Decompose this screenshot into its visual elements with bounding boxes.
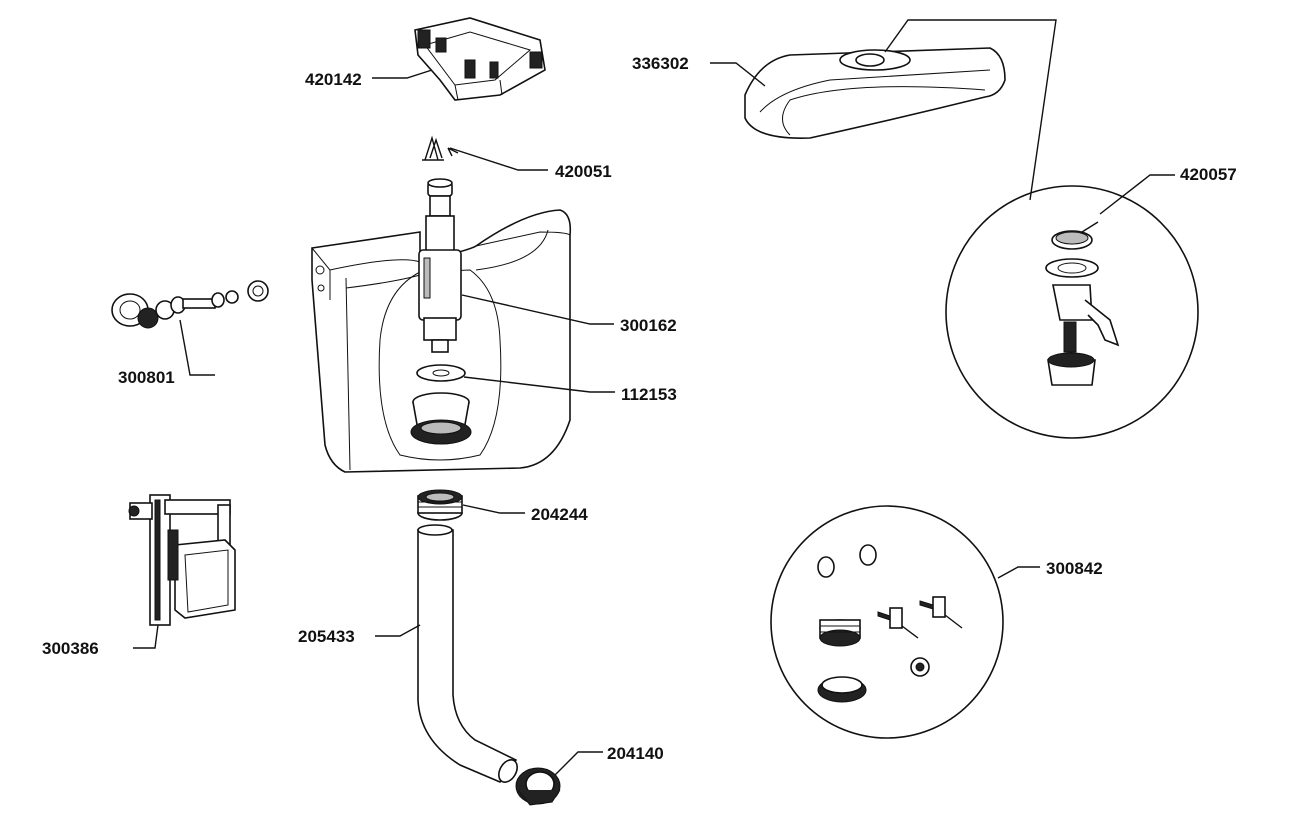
- label-112153: 112153: [621, 385, 677, 404]
- label-300801: 300801: [118, 368, 175, 387]
- flush-valve-base: [410, 392, 472, 445]
- pipe-seal-drawing: [515, 767, 561, 806]
- label-420142: 420142: [305, 70, 362, 89]
- cover-drawing: [744, 47, 1006, 139]
- flush-pipe-drawing: [417, 524, 518, 783]
- part-labels: 420142 420051 336302 420057 300162 30080…: [42, 54, 1237, 763]
- nut-seal-drawing: [417, 489, 463, 521]
- clip-drawing: [422, 135, 444, 161]
- seal-ring-drawing: [416, 364, 466, 382]
- label-336302: 336302: [632, 54, 689, 73]
- fixing-kit-detail-circle: [770, 505, 1004, 739]
- lid-clamp-drawing: [414, 17, 546, 101]
- leader-lines: [133, 19, 1175, 776]
- label-300386: 300386: [42, 639, 99, 658]
- inlet-connector-drawing: [111, 280, 269, 329]
- label-204140: 204140: [607, 744, 664, 763]
- overflow-valve-drawing: [418, 178, 462, 353]
- label-300842: 300842: [1046, 559, 1103, 578]
- label-300162: 300162: [620, 316, 677, 335]
- push-button-detail-circle: [945, 185, 1199, 439]
- label-204244: 204244: [531, 505, 588, 524]
- label-420057: 420057: [1180, 165, 1237, 184]
- label-205433: 205433: [298, 627, 355, 646]
- label-420051: 420051: [555, 162, 612, 181]
- fill-valve-drawing: [128, 494, 236, 626]
